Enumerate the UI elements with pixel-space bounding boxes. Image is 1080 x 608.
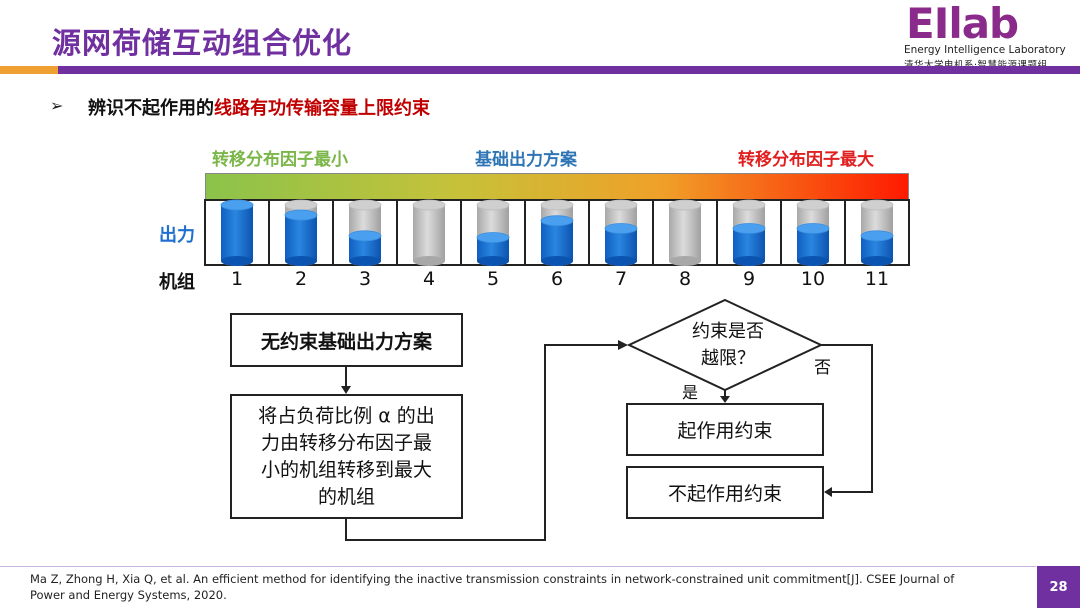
unit-output-fill-7 bbox=[604, 223, 638, 266]
unit-cylinder-7 bbox=[604, 199, 638, 266]
logo-mark: EΙlab bbox=[906, 0, 1019, 48]
nonbinding-constraint-box: 不起作用约束 bbox=[626, 466, 824, 519]
unit-cylinder-4 bbox=[412, 199, 446, 266]
unit-axis-label: 机组 bbox=[159, 272, 195, 293]
footer-divider bbox=[0, 566, 1036, 567]
header-bar bbox=[0, 66, 1080, 74]
unit-cylinder-6 bbox=[540, 199, 574, 266]
page-number: 28 bbox=[1037, 566, 1080, 608]
transfer-line-2: 力由转移分布因子最 bbox=[260, 431, 432, 454]
unit-number-3: 3 bbox=[358, 268, 372, 290]
decision-diamond bbox=[626, 298, 824, 392]
unit-output-fill-11 bbox=[860, 230, 894, 266]
arrow-decision-no bbox=[819, 344, 873, 493]
unit-output-fill-5 bbox=[476, 232, 510, 266]
unit-cylinder-3 bbox=[348, 199, 382, 266]
transfer-line-4: 的机组 bbox=[317, 485, 375, 508]
reference-citation: Ma Z, Zhong H, Xia Q, et al. An efficien… bbox=[30, 572, 955, 602]
flow-transfer-box: 将占负荷比例 α 的出 力由转移分布因子最 小的机组转移到最大 的机组 bbox=[230, 394, 463, 519]
unit-output-fill-1 bbox=[220, 199, 254, 266]
unit-number-8: 8 bbox=[678, 268, 692, 290]
unit-output-fill-10 bbox=[796, 223, 830, 266]
unit-cylinder-2 bbox=[284, 199, 318, 266]
decision-line-2: 越限？ bbox=[701, 348, 755, 369]
distribution-factor-gradient-bar bbox=[205, 173, 909, 200]
unit-cylinder-8 bbox=[668, 199, 702, 266]
scale-label-max: 转移分布因子最大 bbox=[738, 150, 874, 170]
binding-constraint-box: 起作用约束 bbox=[626, 403, 824, 456]
unit-output-fill-9 bbox=[732, 223, 766, 266]
logo-chinese-name: 清华大学电机系·智慧能源课题组 bbox=[904, 57, 1048, 71]
unit-number-6: 6 bbox=[550, 268, 564, 290]
unit-number-9: 9 bbox=[742, 268, 756, 290]
output-axis-label: 出力 bbox=[159, 225, 195, 246]
unit-number-7: 7 bbox=[614, 268, 628, 290]
arrow-transfer-to-decision bbox=[345, 344, 620, 541]
transfer-line-1: 将占负荷比例 α 的出 bbox=[258, 404, 435, 427]
bullet-heading: 辨识不起作用的线路有功传输容量上限约束 bbox=[88, 94, 430, 120]
unit-number-10: 10 bbox=[800, 268, 826, 290]
scale-label-min: 转移分布因子最小 bbox=[212, 150, 348, 170]
bullet-arrow-icon: ➢ bbox=[50, 96, 64, 115]
scale-label-base: 基础出力方案 bbox=[475, 150, 577, 170]
unit-number-4: 4 bbox=[422, 268, 436, 290]
unit-cylinder-9 bbox=[732, 199, 766, 266]
decision-text: 约束是否 越限？ bbox=[660, 318, 796, 372]
unit-number-5: 5 bbox=[486, 268, 500, 290]
unit-number-1: 1 bbox=[230, 268, 244, 290]
decision-yes-label: 是 bbox=[682, 383, 699, 402]
flow-start-box: 无约束基础出力方案 bbox=[230, 313, 463, 367]
bullet-highlight: 线路有功传输容量上限约束 bbox=[214, 98, 430, 119]
unit-number-2: 2 bbox=[294, 268, 308, 290]
unit-output-fill-3 bbox=[348, 230, 382, 266]
transfer-line-3: 小的机组转移到最大 bbox=[260, 458, 432, 481]
logo-english-name: Energy Intelligence Laboratory bbox=[904, 44, 1066, 56]
unit-number-11: 11 bbox=[864, 268, 890, 290]
unit-cylinder-5 bbox=[476, 199, 510, 266]
slide-title: 源网荷储互动组合优化 bbox=[52, 26, 353, 60]
unit-cylinder-11 bbox=[860, 199, 894, 266]
header-bar-accent bbox=[0, 66, 58, 74]
unit-output-fill-2 bbox=[284, 209, 318, 266]
unit-cylinder-1 bbox=[220, 199, 254, 266]
unit-output-fill-6 bbox=[540, 215, 574, 266]
decision-no-label: 否 bbox=[814, 358, 831, 378]
bullet-prefix: 辨识不起作用的 bbox=[88, 98, 214, 119]
decision-line-1: 约束是否 bbox=[692, 321, 764, 342]
unit-cylinder-10 bbox=[796, 199, 830, 266]
